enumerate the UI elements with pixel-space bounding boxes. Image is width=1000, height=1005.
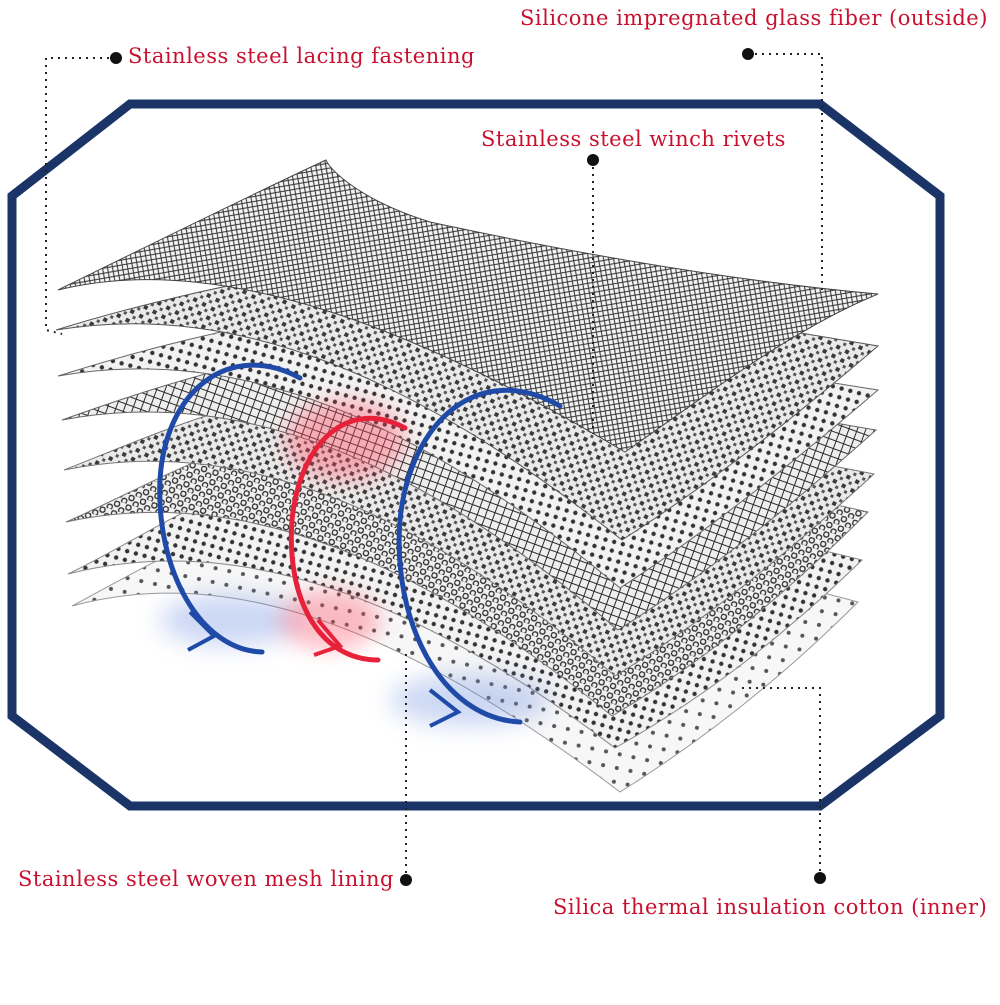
- dot-outside: [742, 48, 754, 60]
- label-outside-layer: Silicone impregnated glass fiber (outsid…: [520, 6, 988, 30]
- red-arc-middle-arrowhead: [313, 618, 344, 657]
- dot-inner: [814, 872, 826, 884]
- label-inner-layer: Silica thermal insulation cotton (inner): [553, 895, 988, 919]
- blue-arc-right: [396, 387, 563, 725]
- leader-outside: [748, 53, 823, 292]
- leader-lacing: [45, 57, 116, 335]
- blue-arc-left-arrowhead: [187, 610, 218, 652]
- leader-dots: [110, 48, 826, 886]
- dot-mesh: [400, 874, 412, 886]
- blue-arc-right-arrowhead: [428, 688, 462, 728]
- dot-rivets: [587, 154, 599, 166]
- label-winch-rivets: Stainless steel winch rivets: [481, 127, 786, 151]
- material-layer-stack: [55, 159, 880, 793]
- layer-outside-glass-fiber: [57, 159, 879, 453]
- red-arc-middle: [288, 415, 408, 663]
- heat-flow-arrows: [157, 362, 563, 728]
- leader-inner: [740, 687, 821, 878]
- label-lacing-fastening: Stainless steel lacing fastening: [128, 44, 475, 68]
- dot-lacing: [110, 52, 122, 64]
- label-woven-mesh-lining: Stainless steel woven mesh lining: [18, 867, 394, 891]
- leader-lines: [45, 53, 823, 880]
